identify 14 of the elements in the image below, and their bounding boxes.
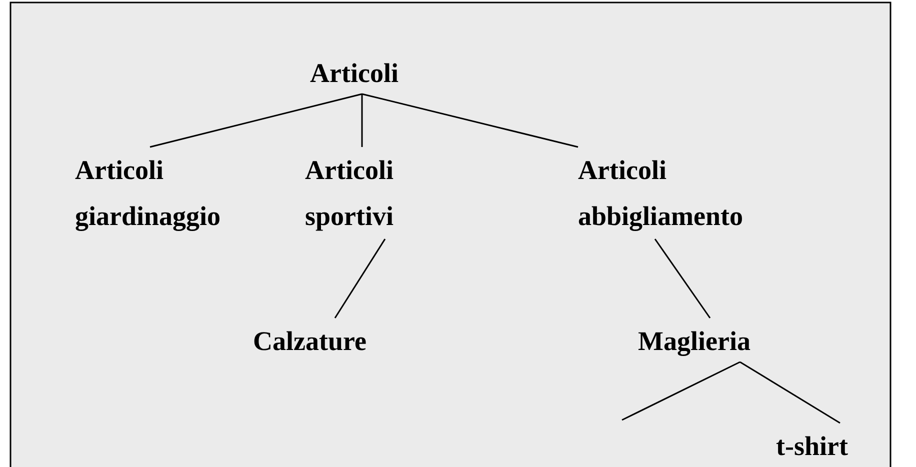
category-label: Articoli (310, 57, 400, 90)
connector-line (150, 93, 362, 148)
category-label: Articoli sportivi (305, 154, 395, 233)
category-label: Articoli giardinaggio (75, 154, 222, 233)
connector-line (740, 361, 840, 424)
category-label: t-shirt (776, 430, 849, 463)
category-label: Articoli abbigliamento (578, 154, 744, 233)
connector-line (622, 361, 740, 421)
category-label: Calzature (253, 325, 368, 358)
connector-line (334, 238, 386, 318)
connector-line (362, 93, 578, 148)
category-label: Maglieria (638, 325, 752, 358)
connector-line (654, 238, 711, 318)
connector-line (361, 94, 363, 147)
